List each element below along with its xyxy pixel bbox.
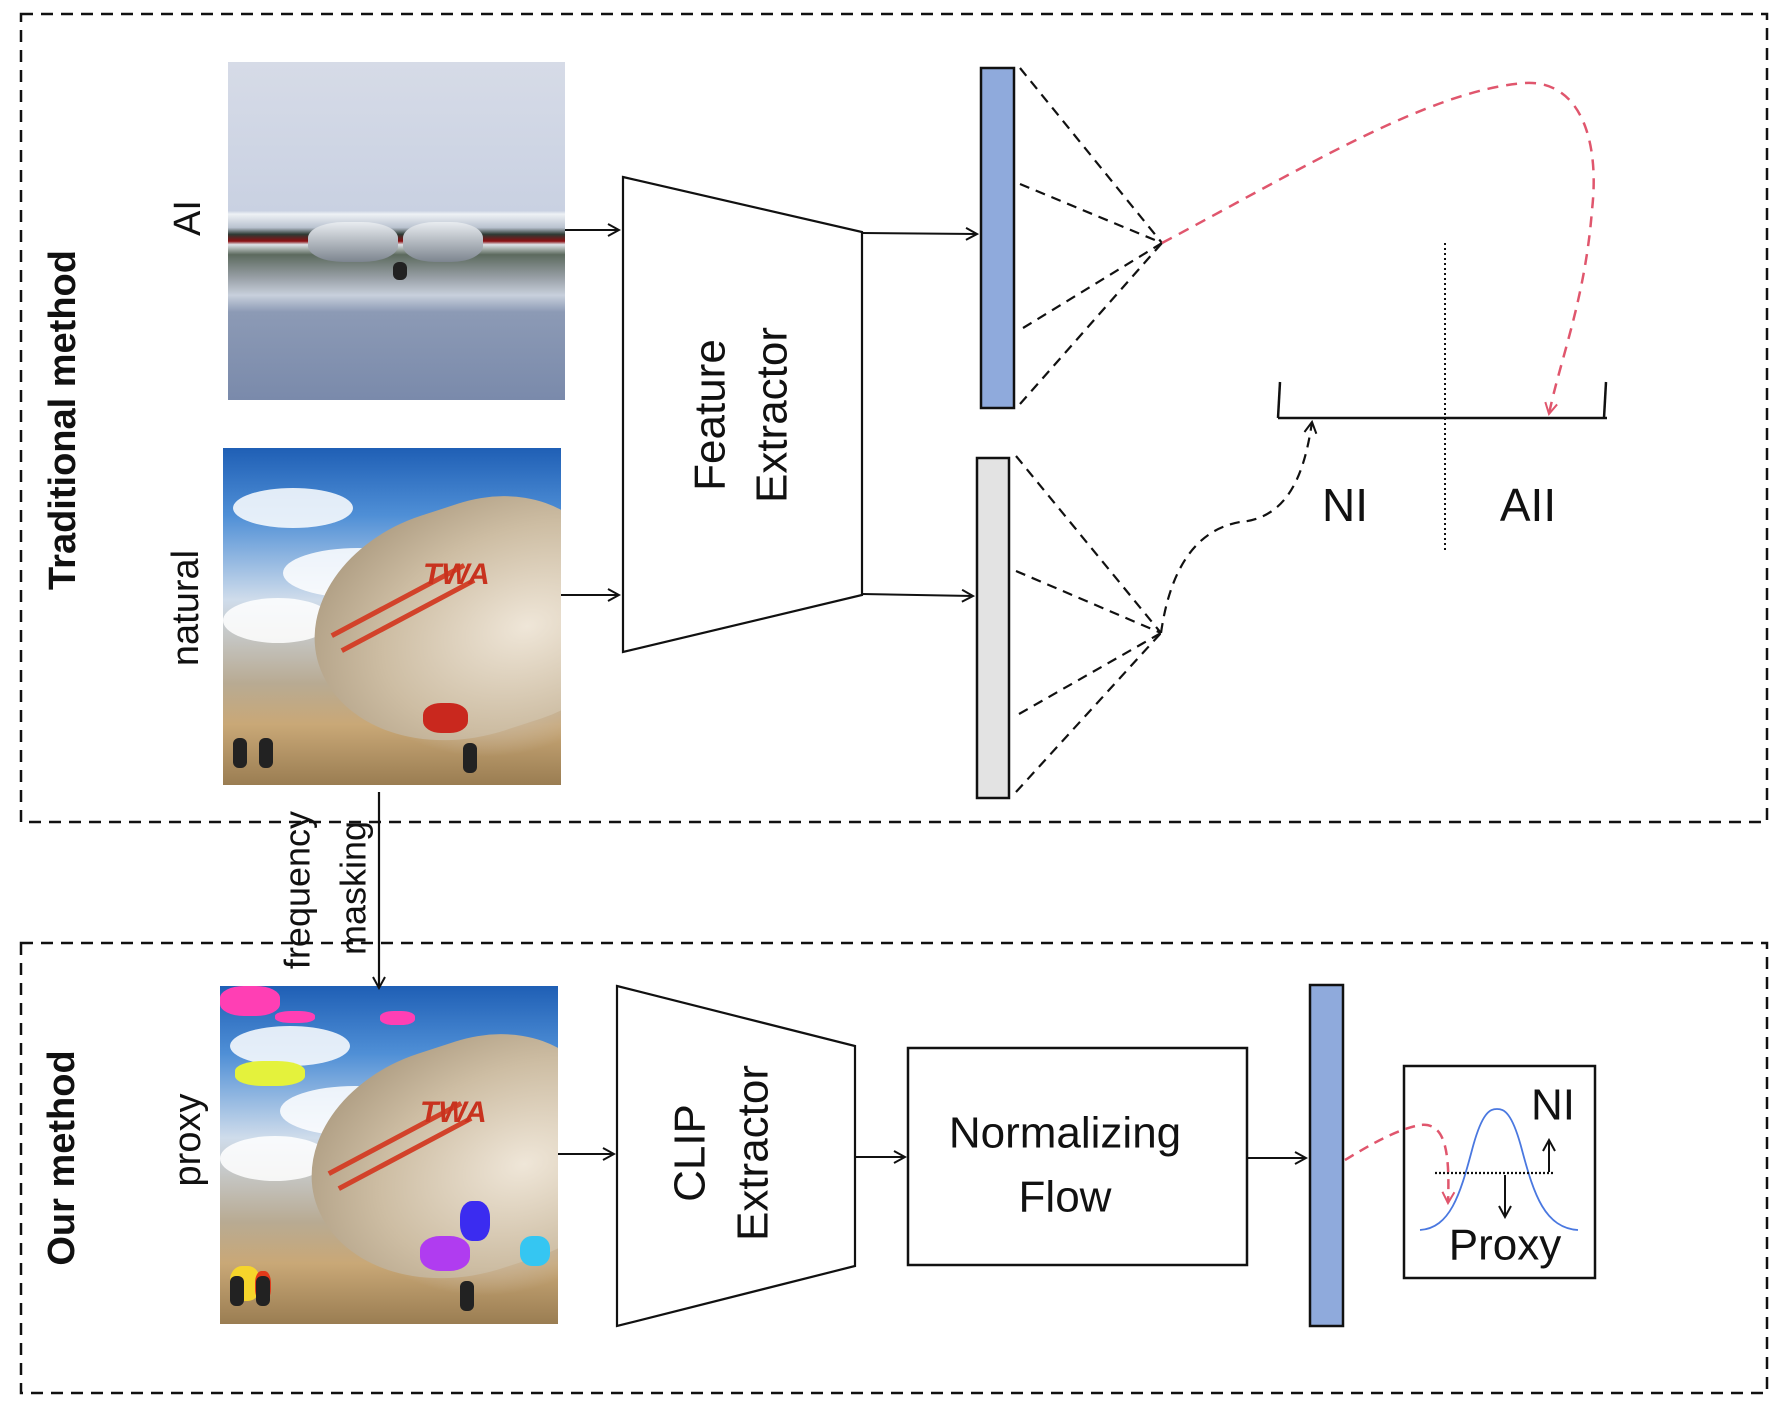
extractor-to-natural-feature-arrow xyxy=(861,594,973,596)
frequency-label: frequency xyxy=(277,811,318,969)
ai-feature-vector xyxy=(979,66,1016,410)
proxy-image-label: proxy xyxy=(167,1094,209,1187)
ai-generated-image xyxy=(228,62,565,400)
ai-projection-lines xyxy=(1019,67,1163,405)
decision-axis xyxy=(1276,381,1608,420)
normalizing-flow-block xyxy=(906,1046,1249,1267)
ai-classification-path xyxy=(1161,81,1595,414)
our-method-panel xyxy=(19,941,1769,1395)
our-method-title: Our method xyxy=(41,1050,83,1265)
natural-projection-lines xyxy=(1015,455,1162,793)
proxy-density-path xyxy=(1344,1123,1448,1203)
density-ni-label: NI xyxy=(1531,1081,1575,1130)
ai-image-label: AI xyxy=(167,200,209,236)
natural-image-label: natural xyxy=(165,550,207,666)
clip-extractor-line1: CLIP xyxy=(666,1104,715,1202)
extractor-to-ai-feature-arrow xyxy=(861,233,977,234)
twa-logo: TWA xyxy=(420,1096,487,1129)
twa-logo: TWA xyxy=(423,558,490,591)
natural-classification-path xyxy=(1159,422,1312,634)
clip-extractor-block xyxy=(615,984,857,1328)
feature-extractor-line2: Extractor xyxy=(748,327,797,503)
traditional-method-title: Traditional method xyxy=(42,250,84,590)
ni-region-label: NI xyxy=(1322,479,1368,531)
masking-label: masking xyxy=(333,821,374,955)
traditional-method-panel xyxy=(19,12,1769,824)
normalizing-flow-line1: Normalizing xyxy=(949,1109,1181,1158)
normalizing-flow-line2: Flow xyxy=(1019,1173,1112,1222)
natural-feature-vector xyxy=(975,456,1011,800)
proxy-image: TWA xyxy=(220,986,558,1324)
feature-extractor-block xyxy=(621,175,864,654)
density-proxy-label: Proxy xyxy=(1449,1221,1561,1270)
latent-feature-vector xyxy=(1308,983,1345,1328)
gaussian-density-curve xyxy=(1419,1108,1579,1231)
natural-image: TWA xyxy=(223,448,561,785)
aii-region-label: AII xyxy=(1500,479,1556,531)
feature-extractor-line1: Feature xyxy=(686,339,735,491)
clip-extractor-line2: Extractor xyxy=(729,1065,778,1241)
